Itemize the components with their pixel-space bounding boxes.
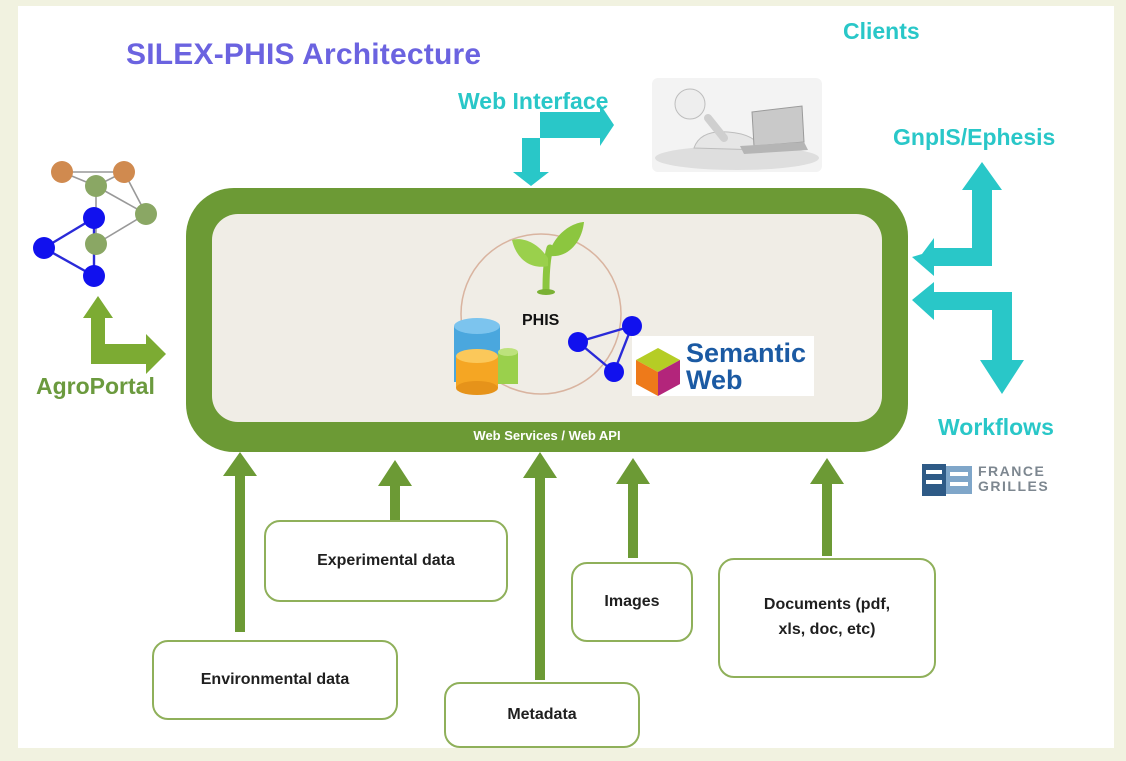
semantic-graph-icon xyxy=(568,316,642,382)
agroportal-label: AgroPortal xyxy=(36,373,155,399)
diagram-title: SILEX-PHIS Architecture xyxy=(126,38,482,71)
web-services-label: Web Services / Web API xyxy=(473,428,621,443)
web-interface-label: Web Interface xyxy=(458,88,609,114)
metadata-label: Metadata xyxy=(507,705,577,723)
environmental-data-label: Environmental data xyxy=(200,670,350,688)
documents-label: Documents (pdf, xls, doc, etc) xyxy=(763,596,891,638)
workflows-arrow xyxy=(912,282,1024,394)
phis-core-circle xyxy=(460,233,622,395)
metadata-box: Metadata xyxy=(444,682,640,748)
semantic-web-text: Semantic Web xyxy=(686,340,806,394)
france-grilles-line2: GRILLES xyxy=(978,478,1050,494)
france-grilles-line1: FRANCE xyxy=(978,463,1046,479)
workflows-label: Workflows xyxy=(938,414,1054,440)
semantic-web-line2: Web xyxy=(686,365,743,395)
documents-box: Documents (pdf, xls, doc, etc) xyxy=(718,558,936,678)
data-arrows xyxy=(223,452,844,680)
database-icon xyxy=(454,318,518,395)
seedling-icon xyxy=(512,222,584,295)
images-label: Images xyxy=(604,592,660,610)
gnpis-ephesis-label: GnpIS/Ephesis xyxy=(893,124,1056,150)
person-laptop-icon xyxy=(652,78,822,172)
semantic-web-cube-icon xyxy=(636,348,680,396)
france-grilles-text: FRANCE GRILLES xyxy=(978,464,1049,494)
phis-label: PHIS xyxy=(522,312,560,329)
experimental-data-box: Experimental data xyxy=(264,520,508,602)
semantic-web-line1: Semantic xyxy=(686,338,807,368)
experimental-data-label: Experimental data xyxy=(317,551,455,569)
images-box: Images xyxy=(571,562,693,642)
network-graph-icon xyxy=(33,161,157,287)
france-grilles-logo xyxy=(922,464,972,496)
gnpis-arrow xyxy=(912,162,1002,276)
web-interface-arrow xyxy=(513,104,614,186)
clients-label: Clients xyxy=(843,18,920,44)
environmental-data-box: Environmental data xyxy=(152,640,398,720)
agroportal-arrow xyxy=(83,296,166,374)
